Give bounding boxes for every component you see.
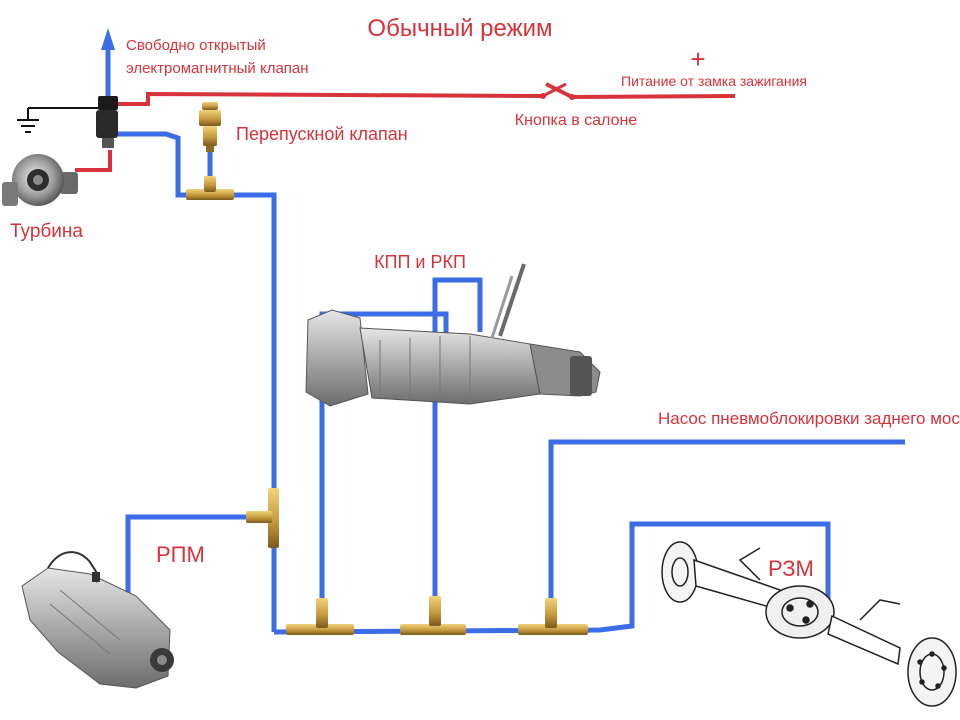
tee-fitting-top [186,176,234,200]
rear-axle-icon [661,541,957,707]
bypass-valve-icon [199,102,221,152]
exhaust-arrow-icon [101,28,115,50]
rear-pump-label: Насос пневмоблокировки заднего моста [658,409,960,428]
tee-fitting-rpm [246,488,279,548]
valve-label-line2: электромагнитный клапан [126,60,309,77]
transfer-case-icon [21,551,174,689]
bypass-label: Перепускной клапан [236,124,408,144]
gearbox-label: КПП и РКП [374,252,466,272]
tee-fitting-bottom-2 [400,596,466,635]
valve-label-line1: Свободно открытый [126,37,266,54]
power-label: Питание от замка зажигания [621,73,807,89]
turbocharger-icon [2,154,78,206]
switch-icon [540,82,575,100]
tee-fitting-bottom-3 [518,598,588,635]
ground-symbol-icon [17,107,100,133]
button-label: Кнопка в салоне [515,112,638,129]
turbine-label: Турбина [10,221,83,242]
tee-fitting-bottom-1 [286,598,354,635]
power-plus-sign: + [690,44,705,74]
gearbox-icon [305,263,601,407]
solenoid-valve-icon [96,96,118,148]
rzm-label: РЗМ [768,556,814,581]
rpm-label: РПМ [156,542,205,567]
diagram-title: Обычный режим [367,15,552,42]
